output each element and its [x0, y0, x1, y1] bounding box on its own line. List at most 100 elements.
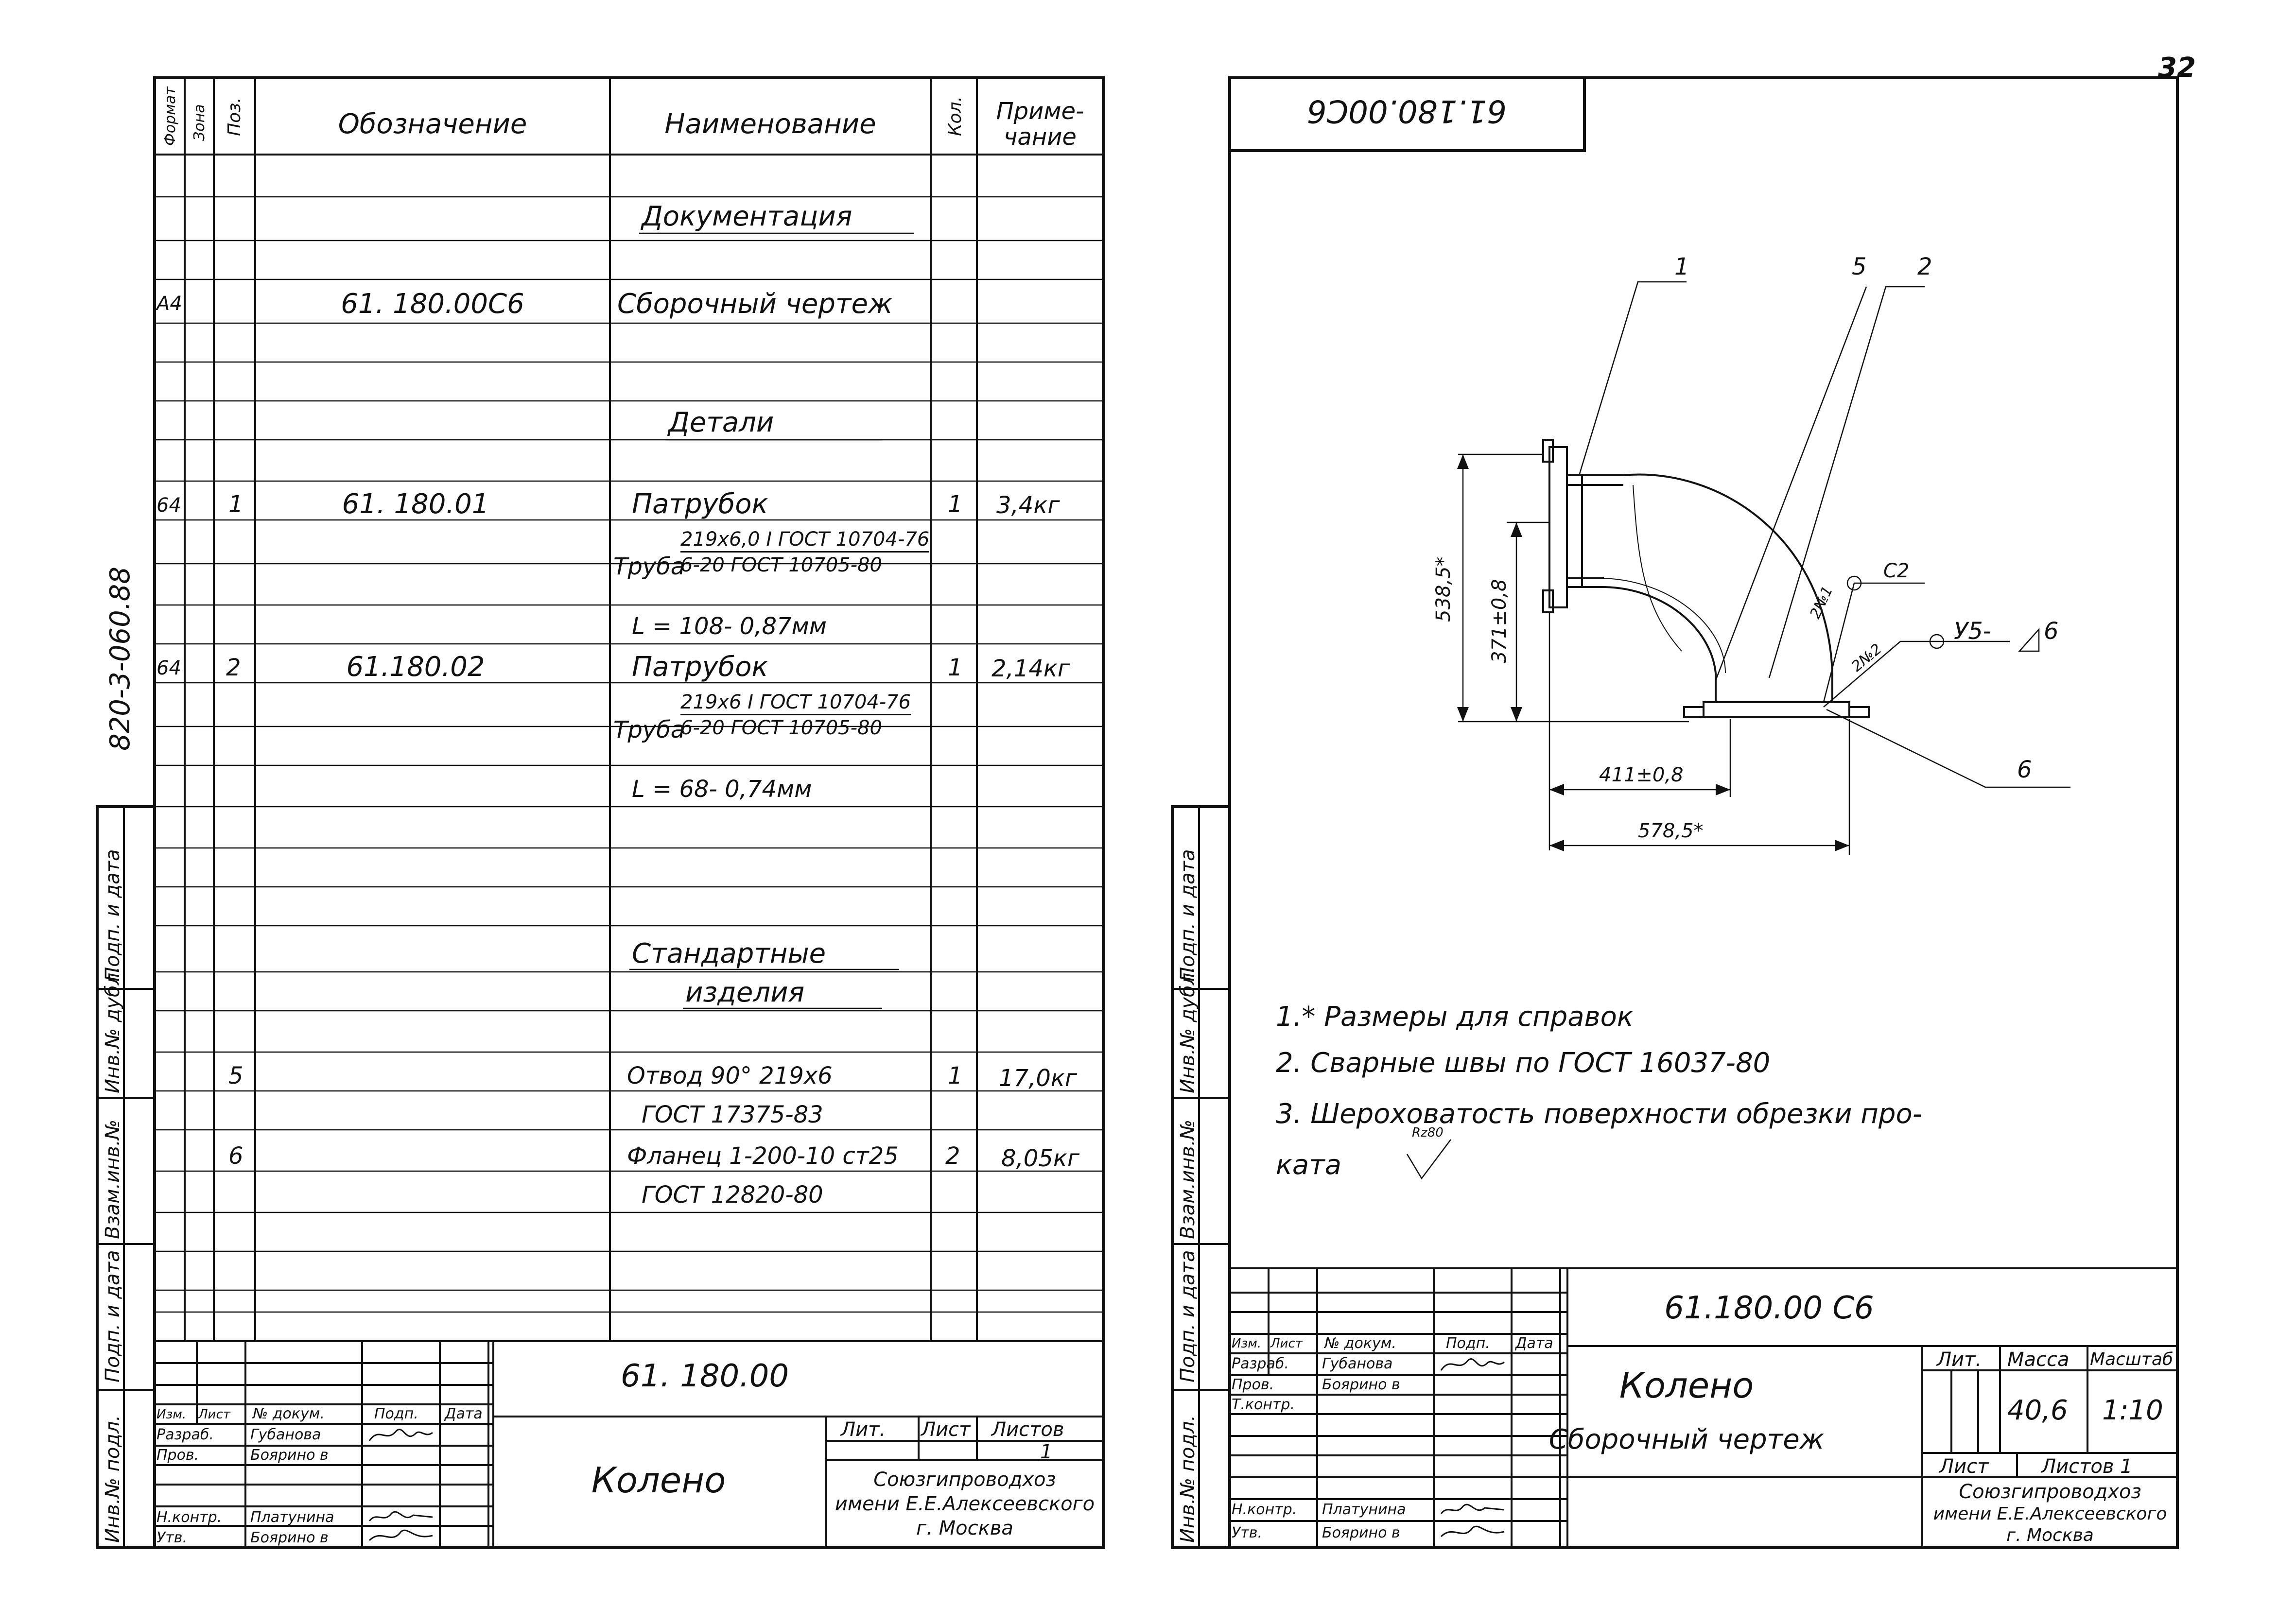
right-head-sign: Подп.	[1446, 1335, 1490, 1352]
row-p1-name: Патрубок	[632, 488, 768, 520]
header-note-1: Приме-	[996, 98, 1084, 125]
callout-5: 5	[1852, 253, 1867, 280]
row-p2-pipe-numerator: 219х6 I ГОСТ 10704-76	[680, 692, 911, 715]
right-person-5: Боярино в	[1322, 1524, 1400, 1541]
callout-6: 6	[2017, 756, 2032, 783]
weld-symbol-2: У5-	[1954, 618, 1992, 645]
right-signature-approver	[1440, 1525, 1505, 1538]
left-field-sign-date-2: Подп. и дата	[102, 1250, 124, 1382]
right-title-lit: Лит.	[1937, 1348, 1982, 1371]
row-p6-name: Фланец 1-200-10 ст25	[627, 1142, 899, 1170]
row-p6-qty: 2	[945, 1142, 960, 1170]
right-title-sheet: Лист	[1939, 1455, 1989, 1478]
row-p6-standard: ГОСТ 12820-80	[642, 1181, 823, 1209]
right-field-replace-inv: Взам.инв.№	[1177, 1119, 1199, 1239]
right-title-mass-value: 40,6	[2007, 1395, 2068, 1426]
header-designation: Обозначение	[338, 108, 527, 140]
header-format: Формат	[162, 86, 179, 146]
row-assembly-name: Сборочный чертеж	[617, 288, 893, 320]
right-title-name: Колено	[1619, 1365, 1754, 1406]
right-role-2: Пров.	[1232, 1376, 1274, 1393]
left-title-code: 61. 180.00	[620, 1358, 789, 1394]
right-role-1: Разраб.	[1232, 1355, 1289, 1372]
right-person-4: Платунина	[1322, 1501, 1406, 1518]
row-p2-format: 64	[157, 657, 181, 679]
weld-leg-size: 6	[2044, 618, 2059, 645]
right-title-org-1: Союзгипроводхоз	[1959, 1481, 2141, 1503]
left-title-name: Колено	[591, 1460, 726, 1501]
right-title-org-2: имени Е.Е.Алексеевского	[1933, 1504, 2167, 1524]
left-title-sheet: Лист	[921, 1418, 971, 1441]
right-title-mass: Масса	[2007, 1348, 2070, 1371]
row-p5-standard: ГОСТ 17375-83	[642, 1101, 823, 1128]
right-title-scale: Масштаб	[2090, 1349, 2174, 1369]
right-role-4: Н.контр.	[1232, 1501, 1297, 1518]
row-p2-pipe: Труба	[613, 716, 685, 743]
left-person-4: Боярино в	[250, 1529, 329, 1546]
right-title-code: 61.180.00 С6	[1664, 1290, 1874, 1326]
row-p2-qty: 1	[948, 654, 963, 681]
right-field-sign-date-1: Подп. и дата	[1177, 849, 1199, 982]
callout-1: 1	[1674, 253, 1689, 280]
note-3-continued: ката	[1276, 1149, 1342, 1181]
dimension-width-total: 578,5*	[1638, 820, 1704, 842]
row-p1-designation: 61. 180.01	[342, 488, 489, 520]
right-title-org-3: г. Москва	[2006, 1525, 2094, 1545]
row-p1-qty: 1	[948, 491, 963, 518]
right-person-1: Губанова	[1322, 1355, 1393, 1372]
left-field-dup-inv: Инв.№ дубл.	[102, 967, 124, 1093]
row-p5-note: 17,0кг	[999, 1065, 1078, 1092]
row-assembly-format: А4	[157, 293, 182, 315]
row-p1-pipe: Труба	[613, 553, 685, 580]
left-title-org-2: имени Е.Е.Алексеевского	[835, 1493, 1095, 1515]
right-field-sign-date-2: Подп. и дата	[1177, 1250, 1199, 1382]
header-note-2: чание	[1004, 123, 1077, 151]
document-code-vertical: 820-3-060.88	[104, 567, 136, 751]
left-person-2: Боярино в	[250, 1447, 329, 1464]
row-p2-length: L = 68- 0,74мм	[632, 776, 812, 803]
right-head-list: Лист	[1270, 1336, 1303, 1351]
dimension-width-inner: 411±0,8	[1599, 764, 1684, 786]
row-p1-pos: 1	[228, 491, 244, 518]
note-2: 2. Сварные швы по ГОСТ 16037-80	[1276, 1047, 1771, 1079]
right-field-orig-inv: Инв.№ подл.	[1177, 1415, 1199, 1543]
left-head-izm: Изм.	[157, 1407, 187, 1422]
left-role-3: Н.контр.	[157, 1509, 222, 1526]
row-p2-pos: 2	[226, 654, 241, 681]
dimension-height-total: 538,5*	[1432, 556, 1455, 622]
row-p2-pipe-spec: 219х6 I ГОСТ 10704-76 6-20 ГОСТ 10705-80	[680, 692, 911, 738]
weld-symbol-1: С2	[1883, 560, 1910, 582]
signature-approver	[368, 1529, 433, 1541]
left-field-orig-inv: Инв.№ подл.	[102, 1415, 124, 1543]
row-p1-pipe-numerator: 219х6,0 I ГОСТ 10704-76	[680, 530, 930, 553]
note-3: 3. Шероховатость поверхности обрезки про…	[1276, 1098, 1922, 1130]
section-standard-2: изделия	[685, 977, 805, 1008]
right-top-code: 61.180.00С6	[1306, 93, 1507, 129]
roughness-value: Rz80	[1412, 1125, 1444, 1140]
section-details: Детали	[668, 407, 774, 438]
right-sheet-frame	[1228, 76, 2179, 1549]
header-qty: Кол.	[945, 96, 965, 136]
left-field-replace-inv: Взам.инв.№	[102, 1119, 124, 1239]
right-title-sheets: Листов 1	[2041, 1455, 2133, 1478]
row-p2-designation: 61.180.02	[346, 651, 485, 683]
right-signature-normcontrol	[1440, 1503, 1505, 1514]
left-title-sheets: Листов	[991, 1418, 1064, 1441]
left-person-1: Губанова	[250, 1426, 321, 1443]
page-number: 32	[2158, 52, 2196, 84]
right-role-5: Утв.	[1232, 1524, 1262, 1541]
signature-normcontrol	[368, 1511, 433, 1521]
right-head-doc: № докум.	[1324, 1335, 1396, 1352]
row-p2-pipe-denominator: 6-20 ГОСТ 10705-80	[680, 717, 882, 739]
left-person-3: Платунина	[250, 1509, 334, 1526]
section-documentation: Документация	[642, 201, 852, 232]
row-p1-pipe-spec: 219х6,0 I ГОСТ 10704-76 6-20 ГОСТ 10705-…	[680, 530, 930, 575]
left-title-org-3: г. Москва	[916, 1517, 1013, 1539]
left-head-date: Дата	[445, 1405, 483, 1422]
row-p1-note: 3,4кг	[996, 492, 1060, 519]
left-role-2: Пров.	[157, 1447, 199, 1464]
left-role-1: Разраб.	[157, 1426, 214, 1443]
signature-developer	[368, 1429, 433, 1441]
header-pos: Поз.	[225, 97, 244, 136]
